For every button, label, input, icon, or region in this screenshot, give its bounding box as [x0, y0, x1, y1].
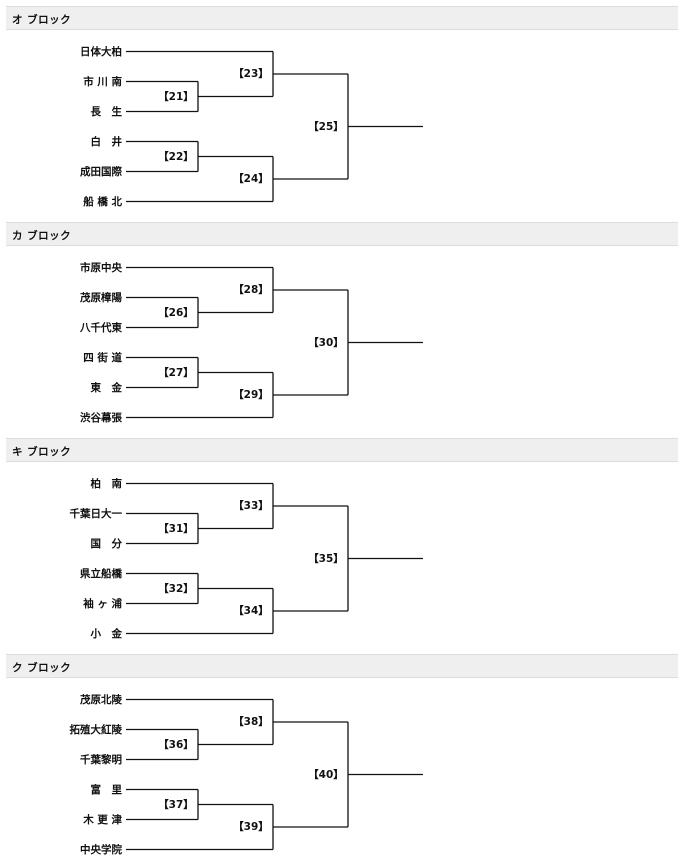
block-header: カ ブロック — [6, 222, 678, 246]
match-number: 【33】 — [233, 500, 269, 512]
team-name: 東 金 — [90, 382, 123, 394]
team-name: 長 生 — [90, 106, 123, 118]
team-name: 船 橋 北 — [83, 196, 122, 208]
match-number: 【29】 — [233, 389, 269, 401]
team-name: 柏 南 — [90, 478, 123, 490]
team-name: 市 川 南 — [83, 76, 122, 88]
match-number: 【40】 — [308, 769, 344, 781]
match-number: 【39】 — [233, 821, 269, 833]
team-name: 成田国際 — [80, 166, 122, 178]
team-name: 小 金 — [90, 628, 123, 640]
match-number: 【23】 — [233, 68, 269, 80]
bracket-lines — [126, 50, 423, 203]
match-number: 【22】 — [158, 151, 194, 163]
match-number: 【37】 — [158, 799, 194, 811]
bracket-lines — [126, 698, 423, 851]
match-number: 【32】 — [158, 583, 194, 595]
team-name: 千葉日大一 — [69, 508, 123, 520]
team-name: 国 分 — [90, 538, 123, 550]
team-name: 茂原樟陽 — [80, 292, 122, 304]
team-name: 中央学院 — [80, 844, 122, 856]
team-name: 木 更 津 — [83, 814, 122, 826]
match-number: 【31】 — [158, 523, 194, 535]
team-name: 八千代東 — [80, 322, 122, 334]
team-name: 富 里 — [90, 784, 123, 796]
match-number: 【36】 — [158, 739, 194, 751]
team-name: 市原中央 — [80, 262, 122, 274]
team-name: 茂原北陵 — [80, 694, 122, 706]
match-number: 【38】 — [233, 716, 269, 728]
team-name: 千葉黎明 — [80, 754, 122, 766]
team-name: 日体大柏 — [80, 46, 122, 58]
tournament-block: カ ブロック 市原中央 茂原樟陽 八千代東 四 街 道 東 金 渋谷幕張 【26… — [0, 216, 682, 432]
match-number: 【21】 — [158, 91, 194, 103]
match-number: 【25】 — [308, 121, 344, 133]
block-title: カ ブロック — [12, 230, 72, 242]
match-number: 【28】 — [233, 284, 269, 296]
team-name: 白 井 — [90, 136, 123, 148]
match-number: 【27】 — [158, 367, 194, 379]
match-number: 【30】 — [308, 337, 344, 349]
team-name: 県立船橋 — [80, 568, 122, 580]
match-number: 【34】 — [233, 605, 269, 617]
match-number: 【26】 — [158, 307, 194, 319]
tournament-block: オ ブロック 日体大柏 市 川 南 長 生 白 井 成田国際 船 橋 北 【21… — [0, 0, 682, 216]
match-number: 【24】 — [233, 173, 269, 185]
block-header: ク ブロック — [6, 654, 678, 678]
bracket-lines — [126, 482, 423, 635]
team-name: 渋谷幕張 — [80, 412, 122, 424]
block-header: オ ブロック — [6, 6, 678, 30]
team-name: 袖 ヶ 浦 — [83, 598, 122, 610]
team-name: 拓殖大紅陵 — [69, 724, 123, 736]
tournament-block: キ ブロック 柏 南 千葉日大一 国 分 県立船橋 袖 ヶ 浦 小 金 【31】… — [0, 432, 682, 648]
block-title: オ ブロック — [12, 14, 72, 26]
block-title: キ ブロック — [12, 446, 72, 458]
match-number: 【35】 — [308, 553, 344, 565]
team-name: 四 街 道 — [83, 352, 122, 364]
bracket-lines — [126, 266, 423, 419]
block-title: ク ブロック — [12, 662, 72, 674]
block-header: キ ブロック — [6, 438, 678, 462]
tournament-block: ク ブロック 茂原北陵 拓殖大紅陵 千葉黎明 富 里 木 更 津 中央学院 【3… — [0, 648, 682, 864]
